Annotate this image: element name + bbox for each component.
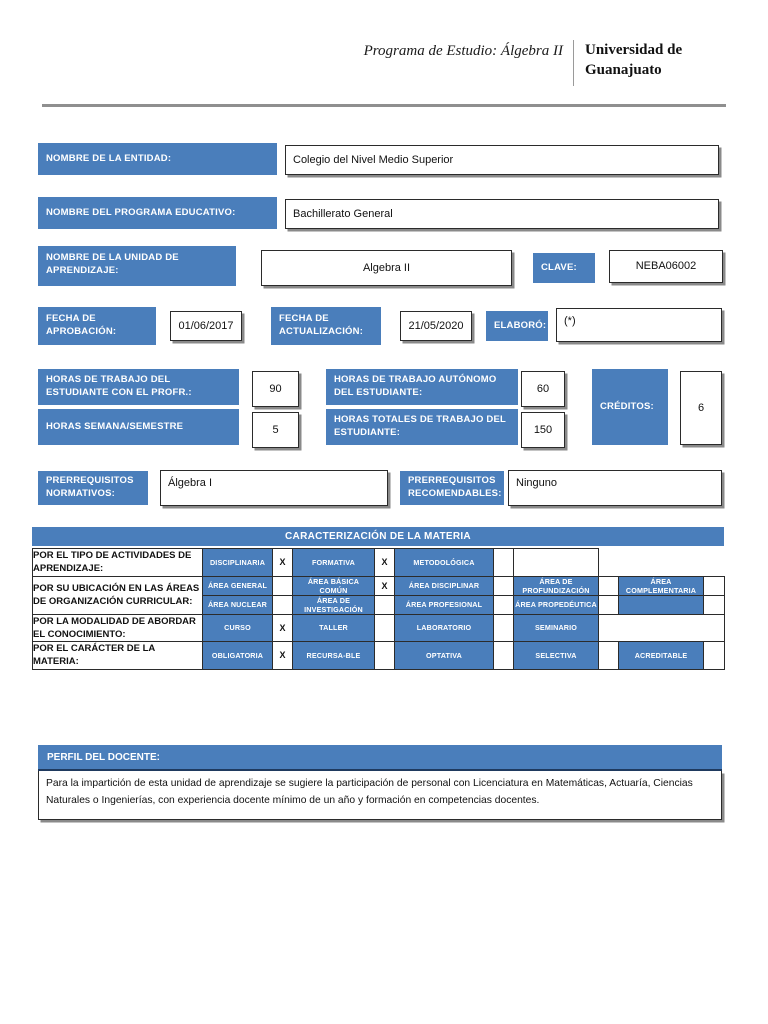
label-prerrequisitos-normativos: PRERREQUISITOS NORMATIVOS: bbox=[38, 471, 148, 505]
option-area-nuclear[interactable]: ÁREA NUCLEAR bbox=[202, 594, 273, 615]
cell-empty bbox=[703, 594, 725, 615]
mark-area-complementaria[interactable] bbox=[703, 575, 725, 596]
label-horas-profr: HORAS DE TRABAJO DEL ESTUDIANTE CON EL P… bbox=[38, 369, 239, 405]
mark-area-basica-comun[interactable]: X bbox=[374, 575, 395, 596]
mark-area-propedeutica[interactable] bbox=[598, 594, 619, 615]
label-fecha-actualizacion: FECHA DE ACTUALIZACIÓN: bbox=[271, 307, 381, 345]
row-label-ubicacion-areas: POR SU UBICACIÓN EN LAS ÁREAS DE ORGANIZ… bbox=[32, 575, 203, 615]
option-area-profundizacion[interactable]: ÁREA DE PROFUNDIZACIÓN bbox=[513, 575, 599, 596]
option-acreditable[interactable]: ACREDITABLE bbox=[618, 641, 704, 670]
mark-curso[interactable]: X bbox=[272, 613, 293, 643]
label-programa-educativo: NOMBRE DEL PROGRAMA EDUCATIVO: bbox=[38, 197, 277, 229]
table-row: POR EL TIPO DE ACTIVIDADES DE APRENDIZAJ… bbox=[32, 548, 725, 577]
value-fecha-aprobacion[interactable]: 01/06/2017 bbox=[170, 311, 242, 341]
option-selectiva[interactable]: SELECTIVA bbox=[513, 641, 599, 670]
label-clave: CLAVE: bbox=[533, 253, 595, 283]
label-creditos: CRÉDITOS: bbox=[592, 369, 668, 445]
caracterizacion-title: CARACTERIZACIÓN DE LA MATERIA bbox=[32, 527, 724, 546]
header-rule bbox=[42, 104, 726, 107]
value-horas-totales[interactable]: 150 bbox=[521, 412, 565, 448]
value-entidad[interactable]: Colegio del Nivel Medio Superior bbox=[285, 145, 719, 175]
table-row: ÁREA NUCLEAR ÁREA DE INVESTIGACIÓN ÁREA … bbox=[33, 594, 725, 615]
label-horas-autonomo: HORAS DE TRABAJO AUTÓNOMO DEL ESTUDIANTE… bbox=[326, 369, 518, 405]
option-recursable[interactable]: RECURSA-BLE bbox=[292, 641, 375, 670]
option-metodologica[interactable]: METODOLÓGICA bbox=[394, 548, 494, 577]
mark-laboratorio[interactable] bbox=[493, 613, 514, 643]
mark-metodologica[interactable] bbox=[493, 548, 514, 577]
label-prerrequisitos-recomendables: PRERREQUISITOS RECOMENDABLES: bbox=[400, 471, 504, 505]
value-prerrequisitos-recomendables[interactable]: Ninguno bbox=[508, 470, 722, 506]
table-row: POR SU UBICACIÓN EN LAS ÁREAS DE ORGANIZ… bbox=[32, 575, 725, 615]
perfil-docente-header: PERFIL DEL DOCENTE: bbox=[38, 745, 722, 771]
value-unidad-aprendizaje[interactable]: Algebra II bbox=[261, 250, 512, 286]
perfil-docente-text[interactable]: Para la impartición de esta unidad de ap… bbox=[38, 771, 722, 820]
mark-area-nuclear[interactable] bbox=[272, 594, 293, 615]
option-area-profesional[interactable]: ÁREA PROFESIONAL bbox=[394, 594, 494, 615]
label-entidad: NOMBRE DE LA ENTIDAD: bbox=[38, 143, 277, 175]
option-area-disciplinar[interactable]: ÁREA DISCIPLINAR bbox=[394, 575, 494, 596]
university-name: Universidad de Guanajuato bbox=[585, 42, 683, 79]
cell-empty bbox=[513, 548, 599, 577]
value-prerrequisitos-normativos[interactable]: Álgebra I bbox=[160, 470, 388, 506]
label-elaboro: ELABORÓ: bbox=[486, 311, 548, 341]
value-programa-educativo[interactable]: Bachillerato General bbox=[285, 199, 719, 229]
document-header: Programa de Estudio: Álgebra II Universi… bbox=[42, 40, 726, 107]
option-area-propedeutica[interactable]: ÁREA PROPEDÉUTICA bbox=[513, 594, 599, 615]
label-unidad-aprendizaje: NOMBRE DE LA UNIDAD DE APRENDIZAJE: bbox=[38, 246, 236, 286]
mark-selectiva[interactable] bbox=[598, 641, 619, 670]
cell-spacer bbox=[618, 548, 704, 577]
cell-blank-blue bbox=[618, 594, 704, 615]
mark-taller[interactable] bbox=[374, 613, 395, 643]
label-horas-semana: HORAS SEMANA/SEMESTRE bbox=[38, 409, 239, 445]
mark-formativa[interactable]: X bbox=[374, 548, 395, 577]
option-area-investigacion[interactable]: ÁREA DE INVESTIGACIÓN bbox=[292, 594, 375, 615]
option-optativa[interactable]: OPTATIVA bbox=[394, 641, 494, 670]
value-fecha-actualizacion[interactable]: 21/05/2020 bbox=[400, 311, 472, 341]
cell-spacer bbox=[598, 548, 619, 577]
mark-area-disciplinar[interactable] bbox=[493, 575, 514, 596]
row-label-caracter: POR EL CARÁCTER DE LA MATERIA: bbox=[32, 641, 203, 670]
option-taller[interactable]: TALLER bbox=[292, 613, 375, 643]
option-area-basica-comun[interactable]: ÁREA BÁSICA COMÚN bbox=[292, 575, 375, 596]
option-curso[interactable]: CURSO bbox=[202, 613, 273, 643]
mark-acreditable[interactable] bbox=[703, 641, 725, 670]
table-row: POR LA MODALIDAD DE ABORDAR EL CONOCIMIE… bbox=[32, 613, 725, 643]
option-seminario[interactable]: SEMINARIO bbox=[513, 613, 599, 643]
option-area-complementaria[interactable]: ÁREA COMPLEMENTARIA bbox=[618, 575, 704, 596]
mark-obligatoria[interactable]: X bbox=[272, 641, 293, 670]
label-fecha-aprobacion: FECHA DE APROBACIÓN: bbox=[38, 307, 156, 345]
row-label-modalidad: POR LA MODALIDAD DE ABORDAR EL CONOCIMIE… bbox=[32, 613, 203, 643]
value-creditos[interactable]: 6 bbox=[680, 371, 722, 445]
cell-spacer bbox=[703, 548, 725, 577]
option-laboratorio[interactable]: LABORATORIO bbox=[394, 613, 494, 643]
option-area-general[interactable]: ÁREA GENERAL bbox=[202, 575, 273, 596]
value-horas-semana[interactable]: 5 bbox=[252, 412, 299, 448]
mark-area-profesional[interactable] bbox=[493, 594, 514, 615]
value-horas-autonomo[interactable]: 60 bbox=[521, 371, 565, 407]
value-clave[interactable]: NEBA06002 bbox=[609, 250, 723, 283]
header-divider bbox=[573, 40, 574, 86]
option-disciplinaria[interactable]: DISCIPLINARIA bbox=[202, 548, 273, 577]
table-row: POR EL CARÁCTER DE LA MATERIA: OBLIGATOR… bbox=[32, 641, 725, 670]
mark-area-profundizacion[interactable] bbox=[598, 575, 619, 596]
option-formativa[interactable]: FORMATIVA bbox=[292, 548, 375, 577]
mark-area-investigacion[interactable] bbox=[374, 594, 395, 615]
mark-area-general[interactable] bbox=[272, 575, 293, 596]
mark-recursable[interactable] bbox=[374, 641, 395, 670]
program-title: Programa de Estudio: Álgebra II bbox=[363, 43, 563, 59]
value-horas-profr[interactable]: 90 bbox=[252, 371, 299, 407]
value-elaboro[interactable]: (*) bbox=[556, 308, 722, 342]
row-label-tipo-actividades: POR EL TIPO DE ACTIVIDADES DE APRENDIZAJ… bbox=[32, 548, 203, 577]
mark-disciplinaria[interactable]: X bbox=[272, 548, 293, 577]
cell-empty bbox=[598, 613, 725, 643]
mark-optativa[interactable] bbox=[493, 641, 514, 670]
caracterizacion-table: POR EL TIPO DE ACTIVIDADES DE APRENDIZAJ… bbox=[32, 548, 725, 670]
label-horas-totales: HORAS TOTALES DE TRABAJO DEL ESTUDIANTE: bbox=[326, 409, 518, 445]
option-obligatoria[interactable]: OBLIGATORIA bbox=[202, 641, 273, 670]
